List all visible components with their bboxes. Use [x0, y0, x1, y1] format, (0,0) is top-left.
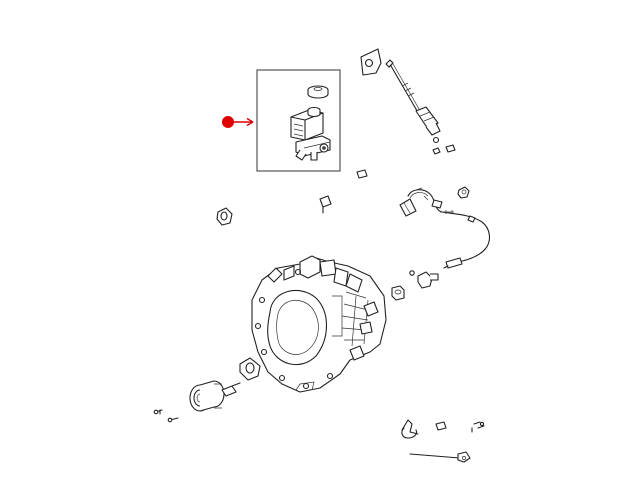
- wiring-harness[interactable]: [399, 187, 491, 269]
- clutch-master-cylinder-rod[interactable]: [385, 59, 456, 155]
- mounting-plate[interactable]: [360, 48, 382, 76]
- callout-marker: [222, 116, 254, 128]
- reservoir-cap[interactable]: [307, 85, 329, 99]
- clutch-slave-cylinder[interactable]: [221, 382, 241, 397]
- bracket-clip[interactable]: [401, 419, 485, 439]
- seal[interactable]: [239, 357, 261, 381]
- red-dot-icon: [222, 116, 234, 128]
- grommet[interactable]: [216, 207, 233, 226]
- bushing[interactable]: [391, 285, 405, 301]
- transmission-case[interactable]: [251, 255, 387, 393]
- hydraulic-hose[interactable]: [319, 169, 368, 214]
- sensor[interactable]: [409, 270, 439, 289]
- brake-master-cylinder[interactable]: [290, 106, 331, 161]
- fasteners[interactable]: [153, 409, 179, 423]
- connector-clip[interactable]: [457, 186, 470, 199]
- release-bearing[interactable]: [189, 380, 225, 412]
- cable-tie[interactable]: [409, 451, 471, 463]
